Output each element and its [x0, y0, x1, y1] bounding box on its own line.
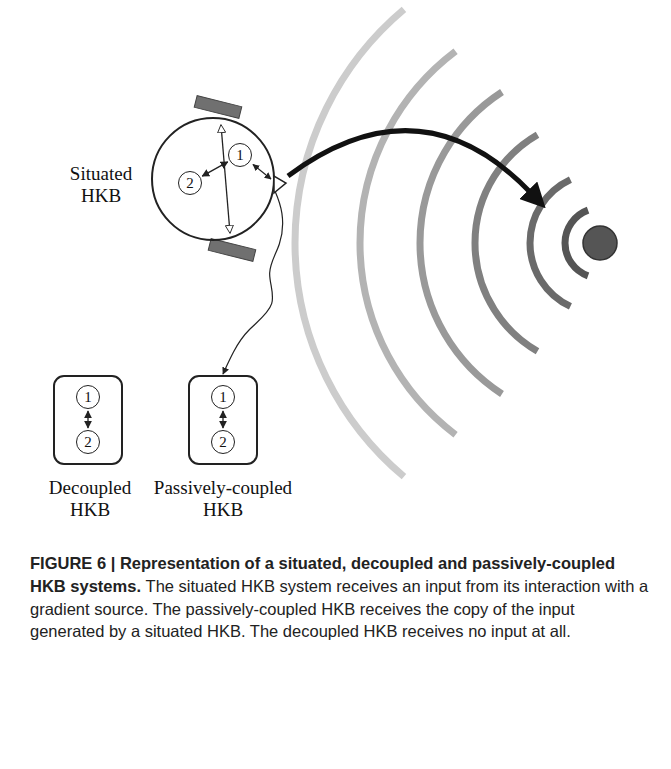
- oscillator-number: 1: [236, 148, 244, 163]
- oscillator-number: 2: [84, 435, 92, 450]
- system-label: Situated HKB: [55, 163, 147, 207]
- robot-outline: [152, 118, 274, 240]
- gradient-source: [583, 226, 617, 260]
- oscillator-number: 2: [186, 176, 194, 191]
- sensor-link: [253, 165, 271, 180]
- motor-axis: [221, 125, 230, 233]
- coupling-arrow: [87, 411, 88, 428]
- wheel: [208, 239, 256, 262]
- oscillator-number: 2: [219, 435, 227, 450]
- gradient-arc: [360, 51, 456, 434]
- system-label: Passively-coupled HKB: [143, 477, 303, 521]
- wheel: [194, 96, 242, 119]
- sensor: [274, 176, 286, 193]
- oscillator-node: 1: [211, 385, 235, 409]
- input-copy-wire: [223, 187, 283, 374]
- system-label: Decoupled HKB: [35, 477, 145, 521]
- situated-agent: Situated HKB12: [151, 117, 275, 241]
- gradient-arc: [295, 9, 404, 476]
- coupling-arrow: [222, 411, 223, 428]
- oscillator-node: 2: [211, 430, 235, 454]
- gradient-arcs: [295, 9, 588, 476]
- oscillator-number: 1: [219, 390, 227, 405]
- oscillator-node: 1: [76, 385, 100, 409]
- approach-arrow: [288, 131, 530, 192]
- system-box: Passively-coupled HKB12: [188, 375, 258, 465]
- gradient-arc: [420, 92, 502, 394]
- system-box: Decoupled HKB12: [53, 375, 123, 465]
- gradient-arc: [530, 180, 570, 307]
- oscillator-node: 2: [178, 171, 202, 195]
- figure-caption: FIGURE 6 | Representation of a situated,…: [30, 552, 652, 643]
- oscillator-node: 1: [228, 143, 252, 167]
- oscillator-number: 1: [84, 390, 92, 405]
- oscillator-node: 2: [76, 430, 100, 454]
- robot-body: [151, 117, 275, 241]
